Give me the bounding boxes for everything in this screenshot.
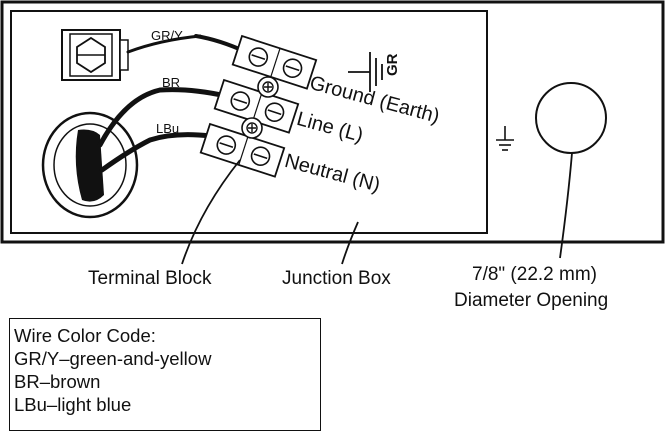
callout-junction-box: Junction Box	[282, 268, 391, 289]
callout-terminal-block: Terminal Block	[88, 268, 212, 289]
legend-item-br: BR–brown	[14, 371, 101, 392]
junction-box	[10, 10, 488, 234]
callout-opening-desc: Diameter Opening	[454, 290, 609, 311]
wire-gry	[126, 34, 202, 54]
unit-panel	[0, 0, 665, 244]
legend-item-lbu: LBu–light blue	[14, 394, 132, 415]
bridge-screw-1	[257, 76, 279, 98]
earth-symbol-icon	[496, 126, 514, 151]
wire-label-gry: GR/Y	[151, 28, 183, 43]
diameter-opening	[535, 82, 607, 154]
terminal-line	[213, 78, 300, 134]
callout-opening-size: 7/8" (22.2 mm)	[472, 264, 598, 285]
wire-color-legend: Wire Color Code: GR/Y–green-and-yellow B…	[9, 318, 321, 431]
cable-clamp-icon	[61, 29, 129, 81]
terminal-ground	[231, 34, 318, 90]
wire-lbu	[99, 132, 213, 173]
bridge-screw-2	[241, 117, 263, 139]
terminal-block	[199, 34, 318, 178]
ground-symbol-text: GR	[384, 53, 401, 77]
ground-symbol-icon	[348, 52, 383, 92]
legend-item-gry: GR/Y–green-and-yellow	[14, 348, 212, 369]
cable-grommet-icon	[41, 111, 139, 219]
wire-label-lbu: LBu	[156, 121, 180, 136]
wire-label-br: BR	[162, 75, 181, 90]
wire-br	[97, 87, 229, 148]
legend-title: Wire Color Code:	[14, 325, 156, 346]
leader-lines	[181, 152, 573, 265]
